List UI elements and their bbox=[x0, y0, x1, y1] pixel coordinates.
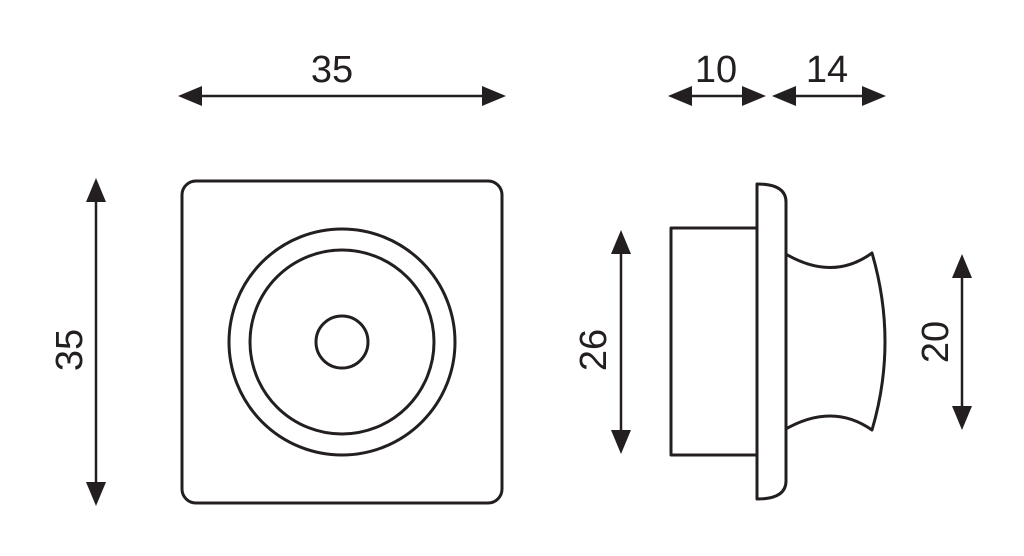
arrowhead-right bbox=[862, 86, 886, 106]
center-spindle-hole bbox=[314, 314, 370, 370]
arrowhead-right bbox=[482, 86, 506, 106]
arrowhead-bottom bbox=[952, 406, 972, 430]
front-height-dimension: 35 bbox=[49, 178, 106, 506]
front-width-label: 35 bbox=[311, 49, 353, 91]
side-view bbox=[669, 182, 887, 501]
front-view bbox=[180, 179, 504, 505]
arrowhead-bottom bbox=[86, 482, 106, 506]
arrowhead-top bbox=[86, 178, 106, 202]
arrowhead-left bbox=[772, 86, 796, 106]
front-height-label: 35 bbox=[49, 329, 91, 371]
side-knob-length-dimension: 14 bbox=[772, 49, 886, 106]
arrowhead-right bbox=[742, 86, 766, 106]
arrowhead-top bbox=[611, 230, 631, 254]
side-knob-length-label: 14 bbox=[806, 49, 848, 91]
side-body-height-label: 26 bbox=[573, 329, 615, 371]
side-depth-dimension: 10 bbox=[668, 49, 766, 106]
arrowhead-top bbox=[952, 254, 972, 278]
arrowhead-left bbox=[668, 86, 692, 106]
arrowhead-left bbox=[178, 86, 202, 106]
side-knob-height-label: 20 bbox=[915, 321, 957, 363]
front-width-dimension: 35 bbox=[178, 49, 506, 106]
side-rosette-plate bbox=[755, 182, 788, 501]
side-body-height-dimension: 26 bbox=[573, 230, 631, 454]
arrowhead-bottom bbox=[611, 430, 631, 454]
side-depth-label: 10 bbox=[695, 49, 737, 91]
side-body bbox=[669, 226, 759, 457]
side-knob bbox=[782, 251, 887, 432]
side-knob-height-dimension: 20 bbox=[915, 254, 972, 430]
